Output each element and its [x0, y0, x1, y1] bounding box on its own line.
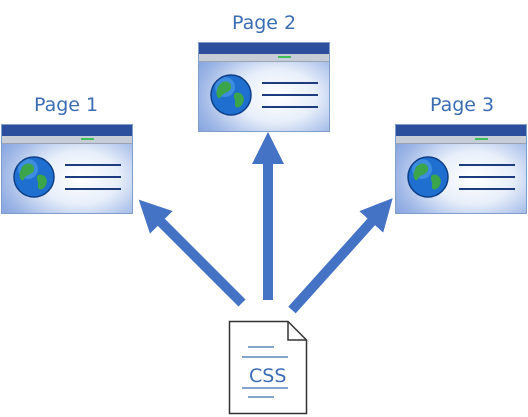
- content-line: [262, 106, 318, 108]
- window-title-bar: [2, 125, 132, 136]
- window-toolbar: [199, 54, 329, 62]
- page-2-label: Page 2: [232, 12, 297, 34]
- content-line: [262, 94, 318, 96]
- content-line: [459, 164, 515, 166]
- window-toolbar: [2, 136, 132, 144]
- content-line: [262, 82, 318, 84]
- arrow-to-page-3: [288, 198, 393, 314]
- content-line: [459, 176, 515, 178]
- css-label: CSS: [249, 365, 287, 387]
- page-1-label: Page 1: [34, 94, 99, 116]
- page-1-window: [1, 124, 133, 214]
- window-progress-indicator: [475, 138, 488, 140]
- page-3-window: [395, 124, 527, 214]
- page-3-label: Page 3: [430, 94, 495, 116]
- window-toolbar: [396, 136, 526, 144]
- window-progress-indicator: [278, 56, 291, 58]
- window-progress-indicator: [81, 138, 94, 140]
- arrow-to-page-1: [138, 199, 246, 307]
- globe-icon: [407, 156, 449, 198]
- css-document-icon: [228, 320, 308, 415]
- content-line: [65, 188, 121, 190]
- content-line: [65, 176, 121, 178]
- window-title-bar: [199, 43, 329, 54]
- content-line: [459, 188, 515, 190]
- globe-icon: [13, 156, 55, 198]
- content-line: [65, 164, 121, 166]
- window-title-bar: [396, 125, 526, 136]
- globe-icon: [210, 74, 252, 116]
- page-2-window: [198, 42, 330, 132]
